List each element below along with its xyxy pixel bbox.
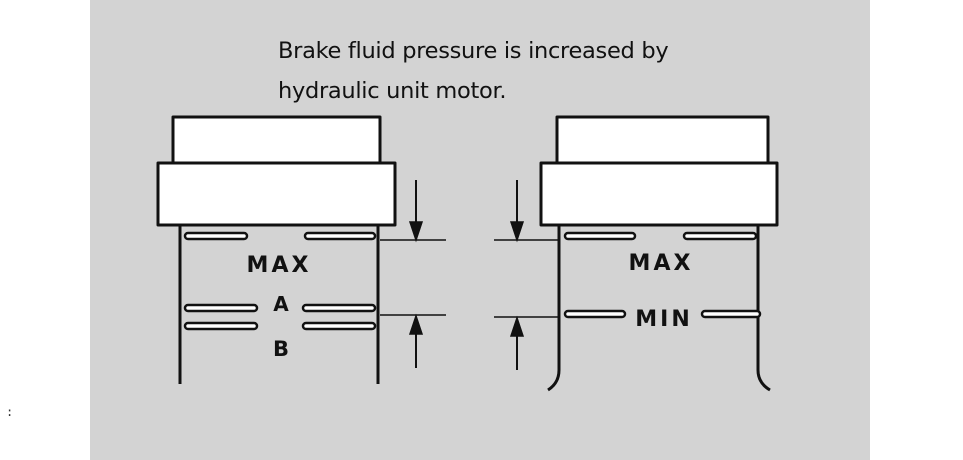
left-a-line-left xyxy=(183,303,259,313)
right-up-arrow xyxy=(509,315,525,337)
left-max-label: MAX xyxy=(247,253,312,278)
left-a-line-right xyxy=(301,303,377,313)
left-reservoir-cap-collar xyxy=(156,161,397,227)
right-reservoir xyxy=(539,115,779,392)
right-reservoir-cap-collar xyxy=(539,161,779,227)
right-max-line-right xyxy=(682,231,758,241)
caption: Brake fluid pressure is increased by hyd… xyxy=(278,31,738,111)
left-reservoir xyxy=(156,115,397,384)
right-down-arrow xyxy=(509,221,525,243)
left-b-label: B xyxy=(273,337,289,361)
left-b-line-right xyxy=(301,321,377,331)
right-reservoir-body xyxy=(547,225,771,392)
left-down-arrow xyxy=(408,221,424,243)
right-min-line-left xyxy=(563,309,627,319)
left-reservoir-cap-top xyxy=(171,115,382,165)
left-reservoir-body xyxy=(178,225,380,384)
right-level-indicator xyxy=(494,180,560,370)
caption-line-2: hydraulic unit motor. xyxy=(278,78,507,104)
right-max-line-left xyxy=(563,231,637,241)
left-max-line-right xyxy=(303,231,377,241)
diagram-panel xyxy=(90,0,870,460)
stray-mark: : xyxy=(6,405,14,419)
right-min-line-right xyxy=(700,309,762,319)
right-max-label: MAX xyxy=(629,251,694,276)
caption-line-1: Brake fluid pressure is increased by xyxy=(278,38,669,64)
left-level-indicator xyxy=(380,180,446,368)
left-up-arrow xyxy=(408,313,424,335)
left-a-label: A xyxy=(273,292,289,316)
left-max-line-left xyxy=(183,231,249,241)
right-reservoir-cap-top xyxy=(555,115,770,165)
right-min-label: MIN xyxy=(635,307,693,332)
left-b-line-left xyxy=(183,321,259,331)
